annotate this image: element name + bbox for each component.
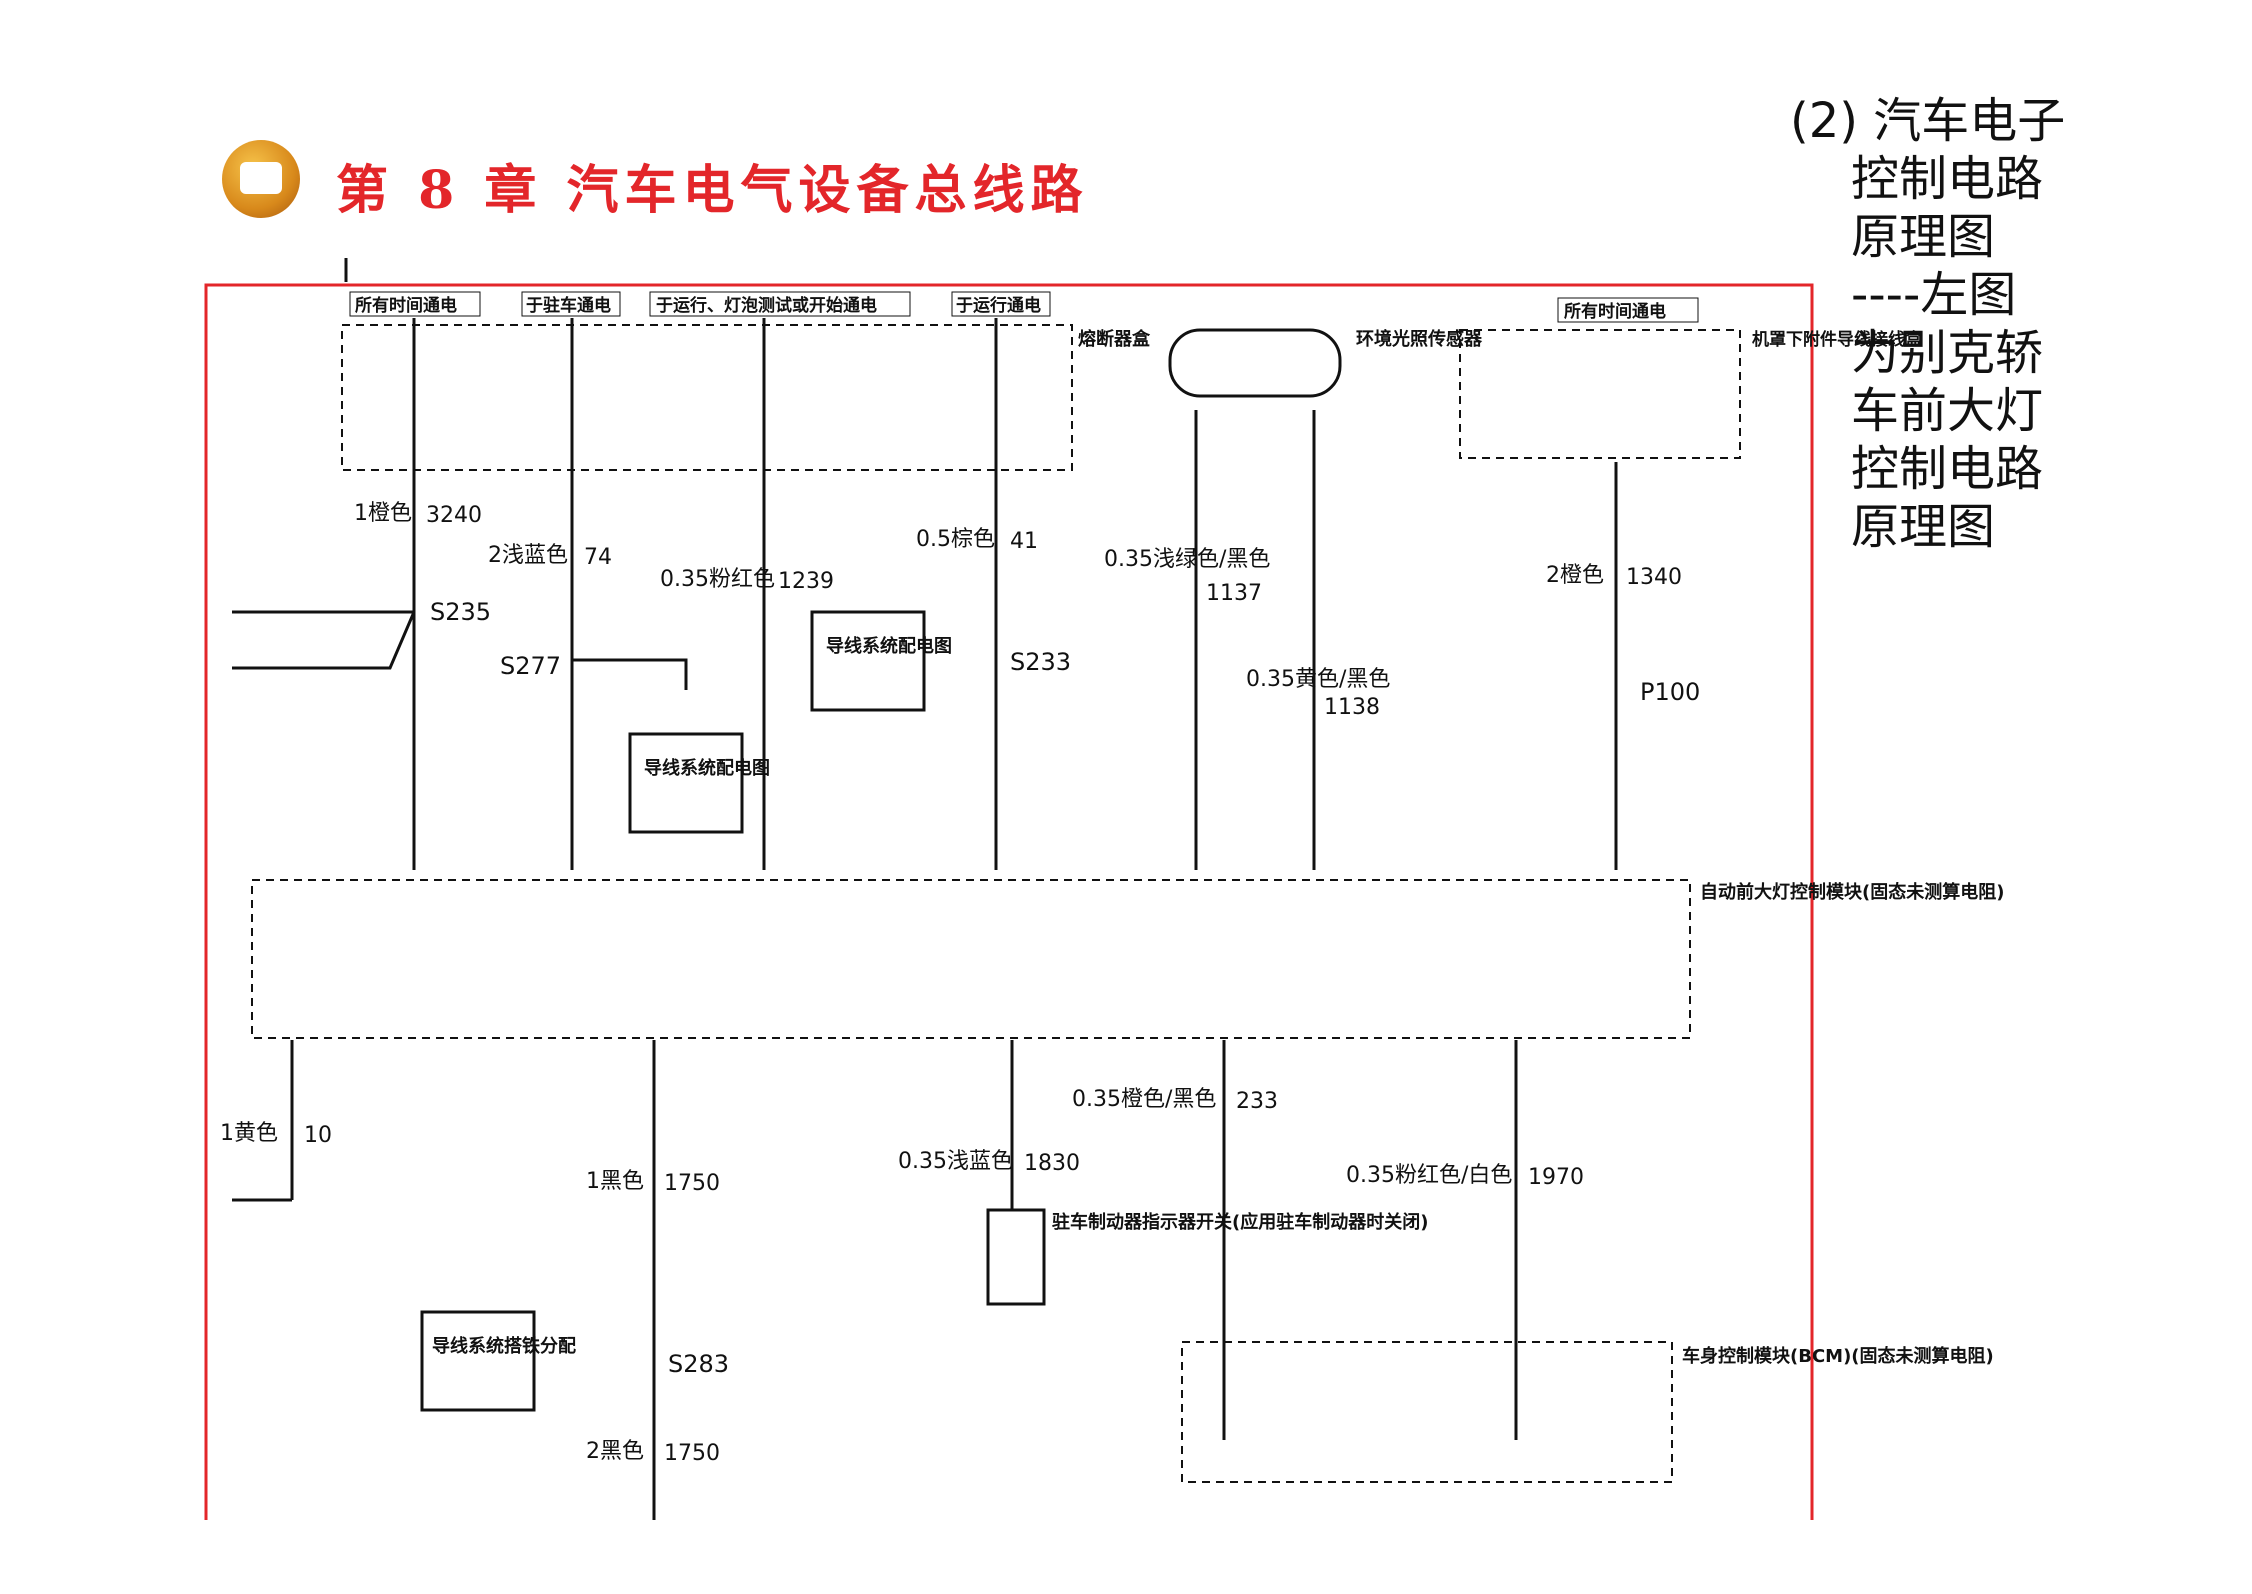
wire-circuit-9: 1750 — [664, 1171, 720, 1196]
wire-circuit-1: 3240 — [426, 503, 482, 528]
wiring-ref-2: 导线系统配电图 — [644, 757, 770, 779]
splice-s283: S283 — [668, 1350, 729, 1378]
wire-circuit-12: 1970 — [1528, 1165, 1584, 1190]
caption-line-7: 控制电路 — [1790, 441, 2044, 497]
wire-circuit-7: 1340 — [1626, 565, 1682, 590]
power-label-3: 于运行、灯泡测试或开始通电 — [656, 295, 877, 316]
diagram-frame — [204, 283, 1814, 1520]
caption-line-8: 原理图 — [1790, 499, 1996, 555]
parking-switch-symbol — [986, 1208, 1046, 1306]
ambient-sensor-symbol — [1168, 328, 1342, 398]
caption-line-3: 原理图 — [1790, 209, 1996, 265]
wire-gauge-5: 0.35浅绿色/黑色 — [1104, 547, 1270, 572]
wire-gauge-3: 0.35粉红色 — [660, 567, 775, 592]
underhood-label: 机罩下附件导线接线盒 — [1752, 329, 1923, 350]
power-label-2: 于驻车通电 — [526, 295, 611, 316]
wire-circuit-10: 1830 — [1024, 1151, 1080, 1176]
wiring-ref-1: 导线系统配电图 — [826, 635, 952, 657]
caption: (2) 汽车电子 控制电路 原理图 ----左图 为别克轿 车前大灯 控制电路 … — [1790, 92, 2090, 556]
wire-circuit-4: 41 — [1010, 529, 1038, 554]
parking-switch-label: 驻车制动器指示器开关(应用驻车制动器时关闭) — [1052, 1211, 1428, 1233]
fusebox-outline — [341, 324, 1073, 471]
wire-gauge-9: 1黑色 — [586, 1169, 644, 1194]
wire-gauge-4: 0.5棕色 — [916, 527, 995, 552]
bcm-label: 车身控制模块(BCM)(固态未测算电阻) — [1682, 1345, 1994, 1367]
splice-s277: S277 — [500, 652, 561, 680]
wire-circuit-11: 233 — [1236, 1089, 1278, 1114]
wire-circuit-3: 1239 — [778, 569, 834, 594]
caption-line-1: (2) 汽车电子 — [1790, 93, 2066, 149]
ground-ref: 导线系统搭铁分配 — [432, 1335, 576, 1357]
wire-gauge-10: 0.35浅蓝色 — [898, 1149, 1013, 1174]
splice-p100: P100 — [1640, 678, 1700, 706]
wire-circuit-8: 10 — [304, 1123, 332, 1148]
wire-gauge-13: 2黑色 — [586, 1439, 644, 1464]
wire-gauge-6: 0.35黄色/黑色 — [1246, 667, 1390, 692]
headlamp-module-box — [251, 879, 1691, 1039]
splice-s233: S233 — [1010, 648, 1071, 676]
chapter-icon — [222, 140, 300, 218]
caption-line-2: 控制电路 — [1790, 151, 2044, 207]
power-label-5: 所有时间通电 — [1564, 301, 1666, 322]
splice-s235: S235 — [430, 598, 491, 626]
wire-circuit-13: 1750 — [664, 1441, 720, 1466]
power-label-1: 所有时间通电 — [355, 295, 457, 316]
caption-line-6: 车前大灯 — [1790, 383, 2044, 439]
bcm-box — [1181, 1341, 1673, 1483]
caption-line-5: 为别克轿 — [1790, 325, 2044, 381]
headlamp-module-label: 自动前大灯控制模块(固态未测算电阻) — [1700, 881, 2004, 903]
power-label-4: 于运行通电 — [956, 295, 1041, 316]
wire-circuit-6: 1138 — [1324, 695, 1380, 720]
ambient-sensor-label: 环境光照传感器 — [1356, 328, 1483, 350]
wire-gauge-12: 0.35粉红色/白色 — [1346, 1163, 1512, 1188]
wire-gauge-8: 1黄色 — [220, 1121, 278, 1146]
wire-circuit-2: 74 — [584, 545, 612, 570]
wire-gauge-11: 0.35橙色/黑色 — [1072, 1087, 1216, 1112]
chapter-title: 第 8 章 汽车电气设备总线路 — [336, 160, 1089, 221]
fusebox-label: 熔断器盒 — [1078, 328, 1151, 350]
wire-gauge-7: 2橙色 — [1546, 563, 1604, 588]
wire-gauge-2: 2浅蓝色 — [488, 543, 568, 568]
caption-line-4: ----左图 — [1790, 267, 2017, 323]
wire-gauge-1: 1橙色 — [354, 501, 412, 526]
wire-circuit-5: 1137 — [1206, 581, 1262, 606]
underhood-box — [1459, 329, 1741, 459]
